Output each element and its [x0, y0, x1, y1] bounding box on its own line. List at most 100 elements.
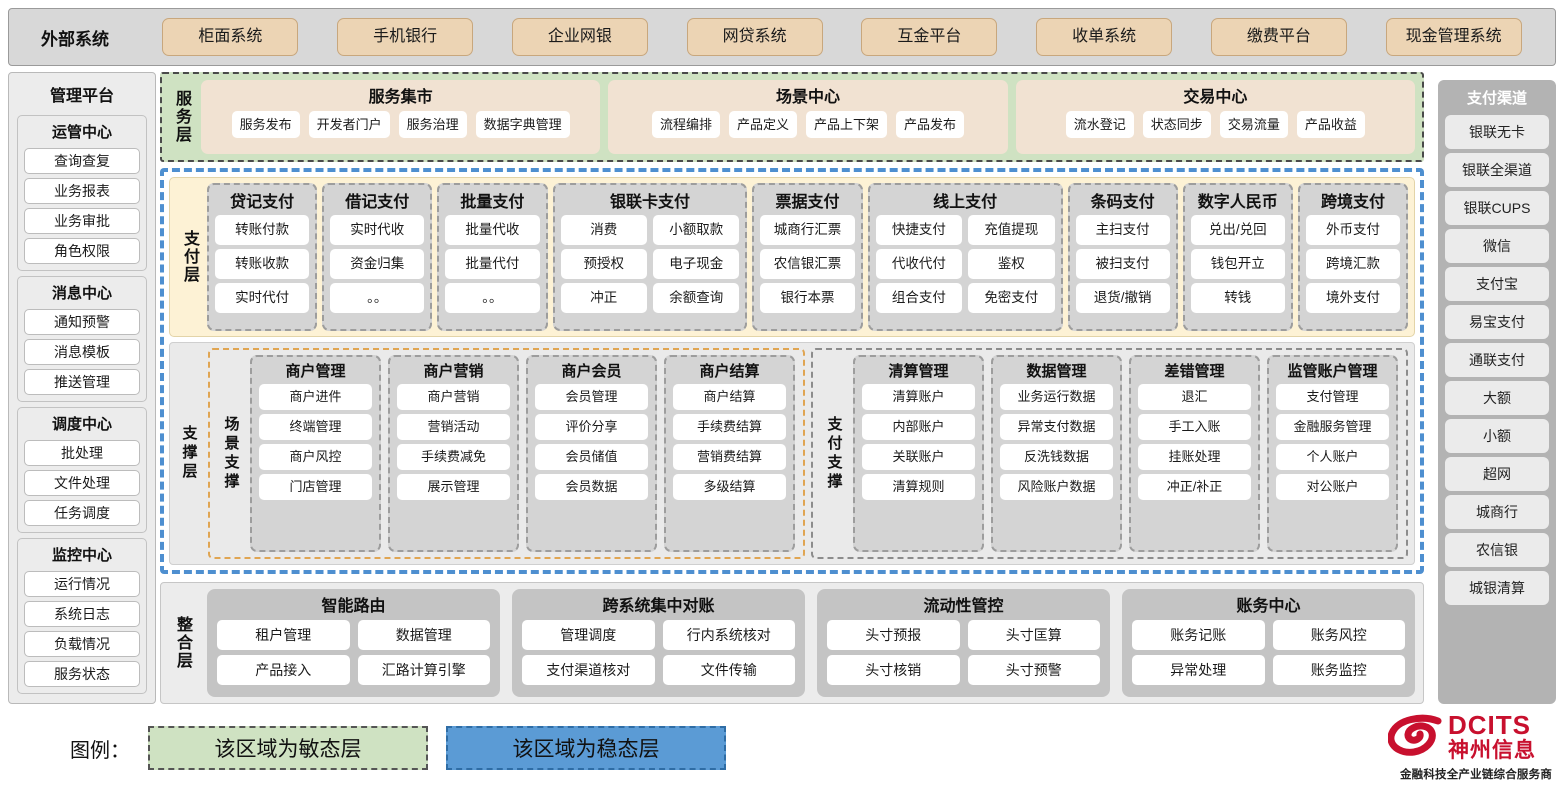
payment-item[interactable]: 转账收款: [215, 249, 310, 279]
payment-channel-item[interactable]: 银联全渠道: [1445, 153, 1549, 187]
support-item[interactable]: 商户进件: [259, 384, 372, 410]
support-item[interactable]: 门店管理: [259, 474, 372, 500]
payment-channel-item[interactable]: 支付宝: [1445, 267, 1549, 301]
support-item[interactable]: 异常支付数据: [1000, 414, 1113, 440]
management-item[interactable]: 负载情况: [24, 631, 140, 657]
payment-item[interactable]: 消费: [560, 215, 647, 245]
payment-channel-item[interactable]: 微信: [1445, 229, 1549, 263]
payment-item[interactable]: 城商行汇票: [760, 215, 855, 245]
support-item[interactable]: 冲正/补正: [1138, 474, 1251, 500]
integration-item[interactable]: 数据管理: [357, 620, 490, 650]
payment-item[interactable]: 主扫支付: [1075, 215, 1170, 245]
management-item[interactable]: 系统日志: [24, 601, 140, 627]
payment-item[interactable]: 被扫支付: [1075, 249, 1170, 279]
management-item[interactable]: 批处理: [24, 440, 140, 466]
external-system-chip[interactable]: 柜面系统: [162, 18, 299, 56]
service-item[interactable]: 产品上下架: [805, 111, 887, 138]
support-item[interactable]: 关联账户: [862, 444, 975, 470]
support-item[interactable]: 金融服务管理: [1276, 414, 1389, 440]
service-item[interactable]: 交易流量: [1219, 111, 1288, 138]
payment-item[interactable]: 充值提现: [968, 215, 1055, 245]
support-item[interactable]: 对公账户: [1276, 474, 1389, 500]
service-item[interactable]: 服务治理: [398, 111, 467, 138]
management-item[interactable]: 运行情况: [24, 571, 140, 597]
integration-item[interactable]: 账务记账: [1132, 620, 1265, 650]
support-item[interactable]: 会员储值: [535, 444, 648, 470]
integration-item[interactable]: 租户管理: [217, 620, 350, 650]
management-item[interactable]: 推送管理: [24, 369, 140, 395]
service-item[interactable]: 状态同步: [1142, 111, 1211, 138]
payment-channel-item[interactable]: 银联无卡: [1445, 115, 1549, 149]
integration-item[interactable]: 头寸核销: [827, 655, 960, 685]
payment-channel-item[interactable]: 城银清算: [1445, 571, 1549, 605]
payment-item[interactable]: 电子现金: [652, 249, 740, 279]
payment-channel-item[interactable]: 小额: [1445, 419, 1549, 453]
payment-item[interactable]: 。。: [445, 283, 540, 313]
payment-item[interactable]: 外币支付: [1305, 215, 1401, 245]
payment-channel-item[interactable]: 城商行: [1445, 495, 1549, 529]
service-item[interactable]: 开发者门户: [308, 111, 390, 138]
service-item[interactable]: 产品收益: [1296, 111, 1365, 138]
support-item[interactable]: 手工入账: [1138, 414, 1251, 440]
external-system-chip[interactable]: 企业网银: [511, 18, 648, 56]
integration-item[interactable]: 头寸匡算: [967, 620, 1100, 650]
support-item[interactable]: 会员数据: [535, 474, 648, 500]
payment-item[interactable]: 小额取款: [652, 215, 740, 245]
payment-item[interactable]: 银行本票: [760, 283, 855, 313]
payment-item[interactable]: 批量代收: [445, 215, 540, 245]
management-item[interactable]: 文件处理: [24, 470, 140, 496]
payment-channel-item[interactable]: 超网: [1445, 457, 1549, 491]
support-item[interactable]: 手续费结算: [673, 414, 786, 440]
payment-channel-item[interactable]: 大额: [1445, 381, 1549, 415]
integration-item[interactable]: 汇路计算引擎: [357, 655, 490, 685]
payment-item[interactable]: 实时代付: [215, 283, 310, 313]
payment-item[interactable]: 批量代付: [445, 249, 540, 279]
support-item[interactable]: 评价分享: [535, 414, 648, 440]
support-item[interactable]: 会员管理: [535, 384, 648, 410]
service-item[interactable]: 流水登记: [1065, 111, 1134, 138]
support-item[interactable]: 商户结算: [673, 384, 786, 410]
payment-item[interactable]: 。。: [330, 283, 425, 313]
integration-item[interactable]: 异常处理: [1132, 655, 1265, 685]
integration-item[interactable]: 管理调度: [522, 620, 655, 650]
support-item[interactable]: 挂账处理: [1138, 444, 1251, 470]
external-system-chip[interactable]: 现金管理系统: [1385, 18, 1522, 56]
service-item[interactable]: 数据字典管理: [475, 111, 570, 138]
payment-item[interactable]: 兑出/兑回: [1190, 215, 1285, 245]
integration-item[interactable]: 行内系统核对: [662, 620, 795, 650]
payment-item[interactable]: 资金归集: [330, 249, 425, 279]
support-item[interactable]: 反洗钱数据: [1000, 444, 1113, 470]
support-item[interactable]: 内部账户: [862, 414, 975, 440]
payment-item[interactable]: 免密支付: [968, 283, 1055, 313]
support-item[interactable]: 营销活动: [397, 414, 510, 440]
service-item[interactable]: 产品发布: [896, 111, 965, 138]
management-item[interactable]: 业务报表: [24, 178, 140, 204]
management-item[interactable]: 服务状态: [24, 661, 140, 687]
management-item[interactable]: 业务审批: [24, 208, 140, 234]
payment-item[interactable]: 转钱: [1190, 283, 1285, 313]
payment-item[interactable]: 转账付款: [215, 215, 310, 245]
management-item[interactable]: 查询查复: [24, 148, 140, 174]
integration-item[interactable]: 产品接入: [217, 655, 350, 685]
support-item[interactable]: 商户营销: [397, 384, 510, 410]
support-item[interactable]: 支付管理: [1276, 384, 1389, 410]
management-item[interactable]: 消息模板: [24, 339, 140, 365]
integration-item[interactable]: 账务风控: [1272, 620, 1405, 650]
integration-item[interactable]: 头寸预报: [827, 620, 960, 650]
support-item[interactable]: 终端管理: [259, 414, 372, 440]
payment-channel-item[interactable]: 银联CUPS: [1445, 191, 1549, 225]
support-item[interactable]: 展示管理: [397, 474, 510, 500]
payment-item[interactable]: 组合支付: [875, 283, 963, 313]
payment-item[interactable]: 农信银汇票: [760, 249, 855, 279]
payment-item[interactable]: 鉴权: [968, 249, 1055, 279]
payment-channel-item[interactable]: 通联支付: [1445, 343, 1549, 377]
payment-channel-item[interactable]: 易宝支付: [1445, 305, 1549, 339]
management-item[interactable]: 通知预警: [24, 309, 140, 335]
payment-item[interactable]: 预授权: [560, 249, 647, 279]
payment-item[interactable]: 钱包开立: [1190, 249, 1285, 279]
service-item[interactable]: 流程编排: [651, 111, 720, 138]
support-item[interactable]: 商户风控: [259, 444, 372, 470]
integration-item[interactable]: 文件传输: [662, 655, 795, 685]
management-item[interactable]: 任务调度: [24, 500, 140, 526]
payment-item[interactable]: 境外支付: [1305, 283, 1401, 313]
